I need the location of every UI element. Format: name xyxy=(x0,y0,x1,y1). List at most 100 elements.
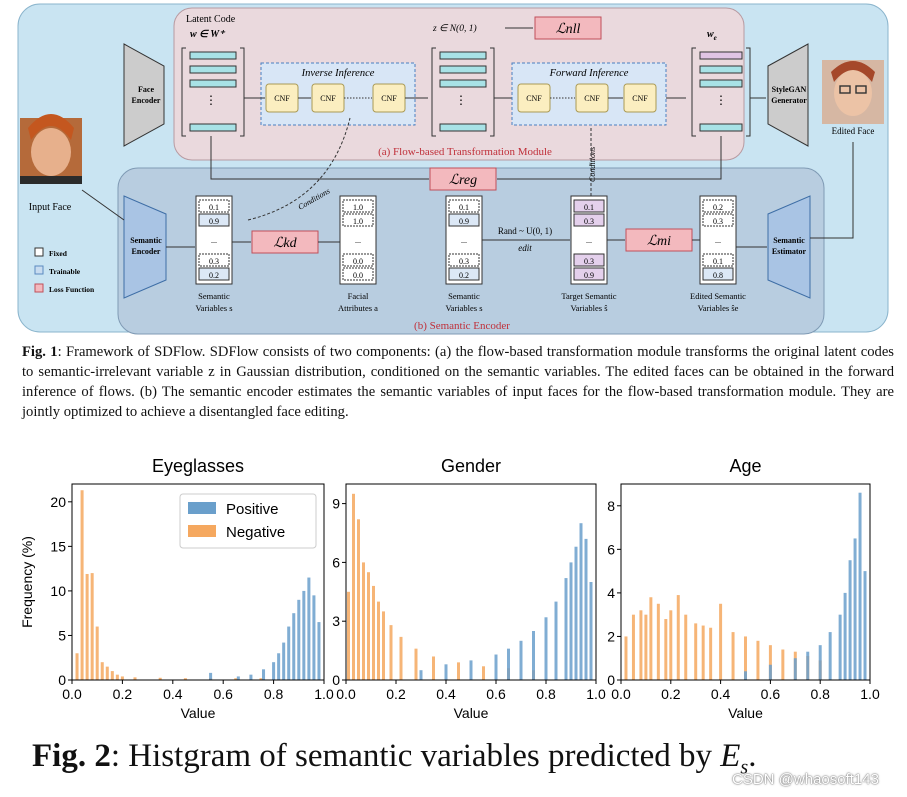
histogram-bar xyxy=(115,674,119,680)
histogram-bar xyxy=(781,649,785,680)
x-tick-label: 0.8 xyxy=(536,686,556,702)
x-axis-label: Value xyxy=(728,705,763,721)
histogram-bar xyxy=(444,664,448,680)
histogram-bar xyxy=(317,622,321,680)
stylegan-generator-block xyxy=(767,43,809,147)
histogram-bar xyxy=(554,601,558,680)
histogram-bar xyxy=(584,538,588,680)
legend-swatch xyxy=(188,502,216,514)
histogram-bar xyxy=(694,623,698,680)
histogram-bar xyxy=(664,619,668,680)
svg-text:0.3: 0.3 xyxy=(713,217,723,226)
svg-text:...: ... xyxy=(461,236,467,245)
svg-text:ℒkd: ℒkd xyxy=(273,236,297,251)
svg-text:⋮: ⋮ xyxy=(455,93,467,107)
histogram-bar xyxy=(469,660,473,680)
axes-frame xyxy=(71,483,325,681)
x-tick-label: 1.0 xyxy=(314,686,334,702)
vector-semantic-s: 0.1 0.9 ... 0.3 0.2 xyxy=(195,195,233,285)
histogram-bar xyxy=(302,590,306,680)
cnf-blocks-inverse: CNF CNF CNF xyxy=(265,83,406,113)
vector-edited-s: 0.2 0.3 ... 0.1 0.8 xyxy=(699,195,737,285)
x-tick-label: 0.0 xyxy=(611,686,631,702)
histogram-bar xyxy=(838,614,842,680)
input-face-label: Input Face xyxy=(29,202,72,213)
histogram-bar xyxy=(863,571,867,680)
latent-stack-z: ⋮ xyxy=(431,47,495,137)
histogram-bar xyxy=(372,585,375,680)
svg-text:Variables ŝ: Variables ŝ xyxy=(570,303,607,313)
svg-text:CNF: CNF xyxy=(274,94,290,103)
histogram-bar xyxy=(389,625,393,680)
histogram-bar xyxy=(432,656,435,680)
w-e-label: we xyxy=(707,29,717,42)
x-tick-label: 0.8 xyxy=(264,686,284,702)
svg-text:Face: Face xyxy=(138,85,154,94)
svg-text:⋮: ⋮ xyxy=(205,93,217,107)
histogram-bar xyxy=(259,678,263,680)
histogram-bar xyxy=(756,640,760,680)
svg-text:0.1: 0.1 xyxy=(713,257,723,266)
histogram-bar xyxy=(793,658,797,680)
histogram-bar xyxy=(519,640,523,680)
y-tick-label: 3 xyxy=(332,613,340,629)
y-tick-label: 4 xyxy=(607,585,615,601)
histogram-bar xyxy=(312,595,316,680)
axes-frame xyxy=(620,483,871,681)
x-axis-label: Value xyxy=(181,705,216,721)
svg-text:Facial: Facial xyxy=(348,291,369,301)
histogram-bar xyxy=(100,662,104,680)
svg-text:Edited Semantic: Edited Semantic xyxy=(690,291,746,301)
histogram-bar xyxy=(843,592,847,680)
svg-text:Encoder: Encoder xyxy=(132,96,161,105)
figure2-caption-end: . xyxy=(748,738,757,774)
y-tick-label: 15 xyxy=(50,538,66,554)
svg-text:Generator: Generator xyxy=(771,96,807,105)
histogram-bar xyxy=(382,611,385,680)
x-tick-label: 1.0 xyxy=(586,686,606,702)
svg-text:Trainable: Trainable xyxy=(49,267,81,276)
histogram-bar xyxy=(818,645,822,680)
y-tick-label: 9 xyxy=(332,496,340,512)
svg-text:Semantic: Semantic xyxy=(773,236,805,245)
svg-text:Inverse Inference: Inverse Inference xyxy=(301,68,375,79)
histogram-bar xyxy=(236,676,240,680)
histogram-bar xyxy=(414,648,418,680)
x-tick-label: 0.6 xyxy=(213,686,233,702)
histogram-bar xyxy=(362,562,365,680)
axes-frame xyxy=(345,483,597,681)
svg-text:CNF: CNF xyxy=(381,94,397,103)
legend: Fixed Trainable Loss Function xyxy=(34,247,95,294)
histogram-bar xyxy=(719,603,723,680)
y-tick-label: 0 xyxy=(607,672,615,688)
y-tick-label: 2 xyxy=(607,628,615,644)
framework-diagram: Input Face Fixed Trainable Loss Function… xyxy=(17,3,889,335)
svg-text:...: ... xyxy=(715,236,721,245)
x-tick-label: 0.4 xyxy=(436,686,456,702)
histogram-bar xyxy=(80,490,84,680)
histogram-bar xyxy=(589,582,593,680)
histogram-bar xyxy=(85,573,89,680)
semantic-estimator-block xyxy=(767,195,811,299)
histogram-bar xyxy=(482,666,485,680)
svg-text:0.2: 0.2 xyxy=(209,271,219,280)
svg-text:1.0: 1.0 xyxy=(353,203,363,212)
histogram-bar xyxy=(105,666,109,680)
figure2-caption-text: : Histgram of semantic variables predict… xyxy=(110,738,721,774)
y-tick-label: 10 xyxy=(50,583,66,599)
svg-text:StyleGAN: StyleGAN xyxy=(772,85,807,94)
svg-text:0.9: 0.9 xyxy=(459,217,469,226)
subplot-title: Eyeglasses xyxy=(152,456,244,476)
svg-text:0.9: 0.9 xyxy=(209,217,219,226)
svg-text:Semantic: Semantic xyxy=(448,291,480,301)
histogram-bar xyxy=(853,538,857,680)
histogram-bar xyxy=(768,664,772,680)
svg-text:Attributes a: Attributes a xyxy=(338,303,378,313)
histogram-bar xyxy=(183,678,187,680)
histogram-bar xyxy=(272,662,276,680)
svg-text:Loss Function: Loss Function xyxy=(49,285,95,294)
histogram-bar xyxy=(848,560,852,680)
histogram-bar xyxy=(234,678,238,680)
x-axis-label: Value xyxy=(454,705,489,721)
histogram-bar xyxy=(806,651,810,680)
